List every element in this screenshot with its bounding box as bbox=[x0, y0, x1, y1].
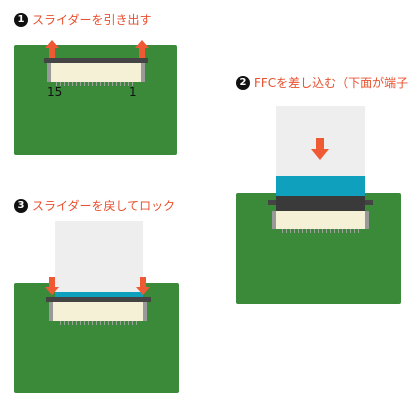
step-1-caption: 1 スライダーを引き出す bbox=[14, 11, 152, 28]
step-3-stiffener bbox=[55, 292, 143, 299]
step-1-connector bbox=[47, 62, 145, 82]
step-2-pins bbox=[282, 229, 360, 233]
step-2-stiffener bbox=[276, 176, 365, 196]
step-3-number: 3 bbox=[14, 198, 28, 213]
step-1-text: スライダーを引き出す bbox=[32, 13, 152, 27]
arrow-up-icon bbox=[45, 40, 59, 58]
arrow-down-icon bbox=[311, 138, 329, 160]
step-3-text: スライダーを戻してロック bbox=[32, 199, 176, 213]
pin-label-right: 1 bbox=[129, 85, 137, 99]
step-2-connector bbox=[272, 211, 369, 229]
arrow-down-icon bbox=[45, 277, 59, 295]
step-2-cable-end bbox=[276, 196, 365, 212]
step-3-slider bbox=[46, 297, 151, 302]
step-3-pins bbox=[60, 321, 138, 325]
step-3-connector bbox=[49, 302, 147, 321]
step-2-text: FFCを差し込む（下面が端子 bbox=[254, 76, 409, 90]
step-1-slider bbox=[44, 58, 148, 63]
pin-label-left: 15 bbox=[47, 85, 63, 99]
step-2-caption: 2 FFCを差し込む（下面が端子 bbox=[236, 74, 408, 91]
arrow-down-icon bbox=[136, 277, 150, 295]
step-1-pins bbox=[56, 82, 136, 86]
arrow-up-icon bbox=[135, 40, 149, 58]
step-1-number: 1 bbox=[14, 12, 28, 27]
step-3-caption: 3 スライダーを戻してロック bbox=[14, 197, 175, 214]
step-3-flat-cable bbox=[55, 221, 143, 294]
step-2-number: 2 bbox=[236, 75, 250, 90]
